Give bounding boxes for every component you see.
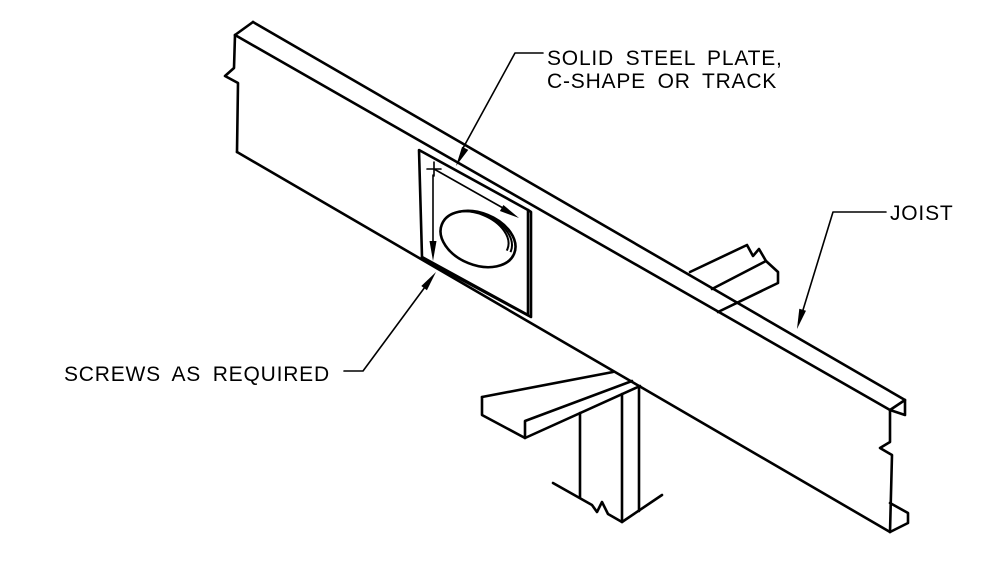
- joist-left-end-corner: [233, 20, 255, 37]
- joist: [223, 20, 910, 534]
- joist-web-bottom-edge: [235, 150, 892, 534]
- leader-screws: [343, 272, 436, 372]
- leader-joist: [797, 211, 887, 329]
- dimension-line-diagonal: [433, 168, 504, 209]
- joist-top-flange-near-edge: [233, 33, 892, 412]
- track-far-end-cut: [716, 259, 780, 314]
- labels: SOLID STEEL PLATE, C-SHAPE OR TRACK JOIS…: [64, 47, 954, 386]
- plate-dimension-arrows: [426, 161, 519, 261]
- dimension-arrowhead-diagonal: [499, 205, 519, 218]
- track-left-end-cut: [480, 379, 634, 440]
- joist-top-flange-end-cut: [888, 398, 907, 417]
- leader-plate-arrowhead: [456, 146, 469, 166]
- wall-stud: [551, 385, 664, 524]
- plate-thickness-edge: [420, 208, 533, 319]
- label-screws: SCREWS AS REQUIRED: [64, 363, 330, 386]
- label-plate-line1: SOLID STEEL PLATE,: [547, 47, 783, 70]
- reinforcement-plate: [417, 148, 533, 319]
- joist-right-end-break: [878, 408, 894, 534]
- leader-joist-arrowhead: [797, 308, 806, 329]
- leader-screws-line: [343, 286, 426, 372]
- leader-plate: [456, 52, 544, 166]
- wall-track: [480, 243, 780, 440]
- track-far-end-top: [688, 243, 768, 291]
- leader-screws-arrowhead: [421, 272, 436, 291]
- stud-break-line: [551, 481, 664, 524]
- leader-joist-line: [802, 211, 887, 311]
- label-plate-line2: C-SHAPE OR TRACK: [547, 70, 777, 93]
- track-top-far-edge: [480, 370, 615, 399]
- dimension-arrowhead-vertical: [429, 241, 437, 261]
- joist-top-flange-far-edge: [251, 20, 907, 402]
- label-joist: JOIST: [890, 202, 954, 225]
- joist-bottom-flange-end-cut: [888, 501, 910, 534]
- leader-plate-line: [461, 52, 544, 151]
- joist-left-end-break: [223, 33, 240, 154]
